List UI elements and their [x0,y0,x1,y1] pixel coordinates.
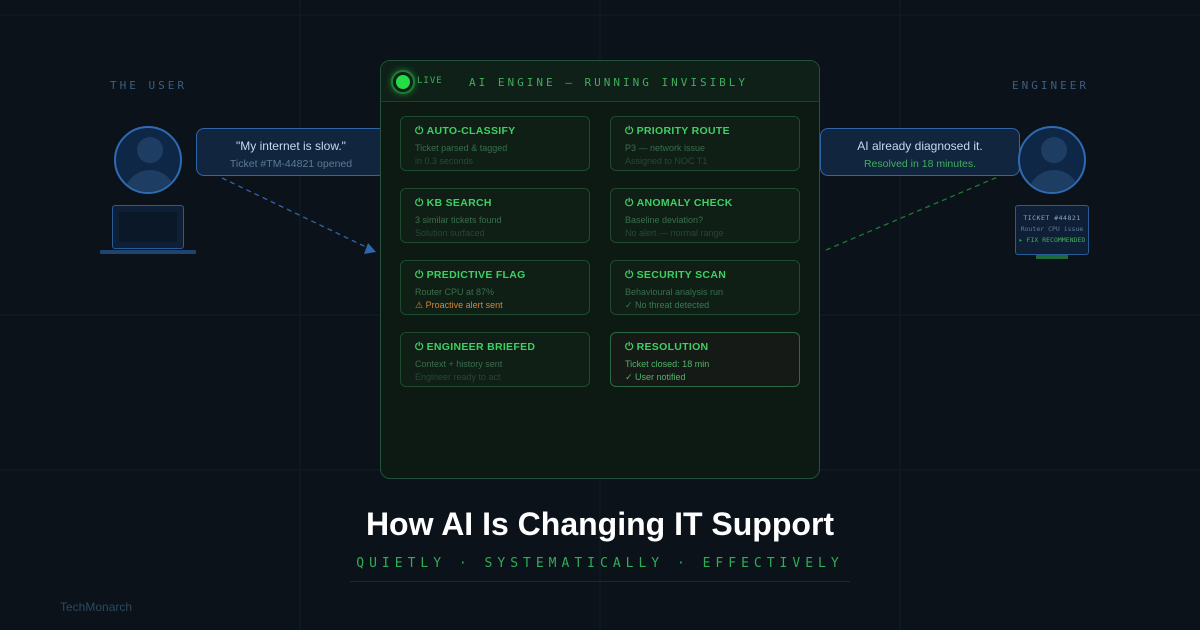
brand-watermark: TechMonarch [60,600,133,614]
user-connector-arrow [364,243,376,254]
engineer-connector-line [825,175,1001,251]
card-line1: Ticket parsed & tagged [415,143,508,153]
ai-engine-panel: LIVE AI ENGINE — RUNNING INVISIBLY ⏻AUTO… [380,60,820,479]
card-title: ANOMALY CHECK [636,197,733,209]
page-title: How AI Is Changing IT Support [365,506,835,542]
power-icon: ⏻ [625,341,634,353]
live-indicator-icon [393,72,413,92]
card-line1: P3 — network issue [625,143,706,153]
power-icon: ⏻ [625,197,634,209]
user-side-label: THE USER [110,79,187,92]
ai-engine-title: AI ENGINE — RUNNING INVISIBLY [469,76,749,89]
engineer-monitor-stand [1036,255,1068,259]
card-title: AUTO-CLASSIFY [426,125,516,137]
card-predictive-flag: ⏻PREDICTIVE FLAG Router CPU at 87% ⚠ Pro… [400,260,590,315]
card-line2: Assigned to NOC T1 [625,156,708,166]
engineer-monitor: TICKET #44821 Router CPU issue ▸ FIX REC… [1015,205,1089,255]
card-resolution: ⏻RESOLUTION Ticket closed: 18 min ✓ User… [610,332,800,387]
engineer-screen-issue: Router CPU issue [1020,225,1084,233]
tagline: QUIETLY · SYSTEMATICALLY · EFFECTIVELY [356,556,844,571]
user-laptop-icon [112,205,184,249]
user-connector-line [221,177,369,249]
tagline-divider [350,581,850,582]
card-line1: Behavioural analysis run [625,287,724,297]
card-line1: 3 similar tickets found [415,215,502,225]
power-icon: ⏻ [415,125,424,137]
card-line2-ok: ✓ No threat detected [625,300,710,310]
card-line1: Router CPU at 87% [415,287,495,297]
card-anomaly-check: ⏻ANOMALY CHECK Baseline deviation? No al… [610,188,800,243]
card-auto-classify: ⏻AUTO-CLASSIFY Ticket parsed & tagged in… [400,116,590,171]
engineer-avatar [1018,126,1086,194]
card-line2: Engineer ready to act [415,372,501,382]
engineer-side-label: ENGINEER [1012,79,1089,92]
card-kb-search: ⏻KB SEARCH 3 similar tickets found Solut… [400,188,590,243]
power-icon: ⏻ [415,269,424,281]
user-avatar [114,126,182,194]
live-label: LIVE [417,76,443,86]
card-line2-warning: ⚠ Proactive alert sent [415,300,503,310]
card-title: SECURITY SCAN [636,269,727,281]
card-security-scan: ⏻SECURITY SCAN Behavioural analysis run … [610,260,800,315]
user-speech-bubble: "My internet is slow." Ticket #TM-44821 … [196,128,386,176]
engineer-speech-bubble: AI already diagnosed it. Resolved in 18 … [820,128,1020,176]
power-icon: ⏻ [415,197,424,209]
card-priority-route: ⏻PRIORITY ROUTE P3 — network issue Assig… [610,116,800,171]
engineer-bubble-message: AI already diagnosed it. [857,139,983,153]
card-line2: Solution surfaced [415,228,485,238]
power-icon: ⏻ [625,269,634,281]
power-icon: ⏻ [415,341,424,353]
engineer-bubble-resolved: Resolved in 18 minutes. [863,158,977,170]
card-line2: in 0.3 seconds [415,156,474,166]
card-title: PREDICTIVE FLAG [426,269,526,281]
card-line2: No alert — normal range [625,228,724,238]
user-bubble-ticket: Ticket #TM-44821 opened [229,158,353,170]
card-line1: Context + history sent [415,359,503,369]
user-laptop-base [100,250,196,254]
power-icon: ⏻ [625,125,634,137]
card-title: RESOLUTION [636,341,709,353]
card-line1: Ticket closed: 18 min [625,359,710,369]
card-engineer-briefed: ⏻ENGINEER BRIEFED Context + history sent… [400,332,590,387]
card-line1: Baseline deviation? [625,215,704,225]
user-bubble-message: "My internet is slow." [236,139,346,153]
card-title: PRIORITY ROUTE [636,125,730,137]
engineer-screen-ticket: TICKET #44821 [1023,214,1081,222]
engineer-screen-fix: ▸ FIX RECOMMENDED [1018,236,1086,244]
card-line2: ✓ User notified [625,372,686,382]
card-title: KB SEARCH [426,197,492,209]
card-title: ENGINEER BRIEFED [426,341,536,353]
ai-engine-header: LIVE AI ENGINE — RUNNING INVISIBLY [381,61,819,102]
